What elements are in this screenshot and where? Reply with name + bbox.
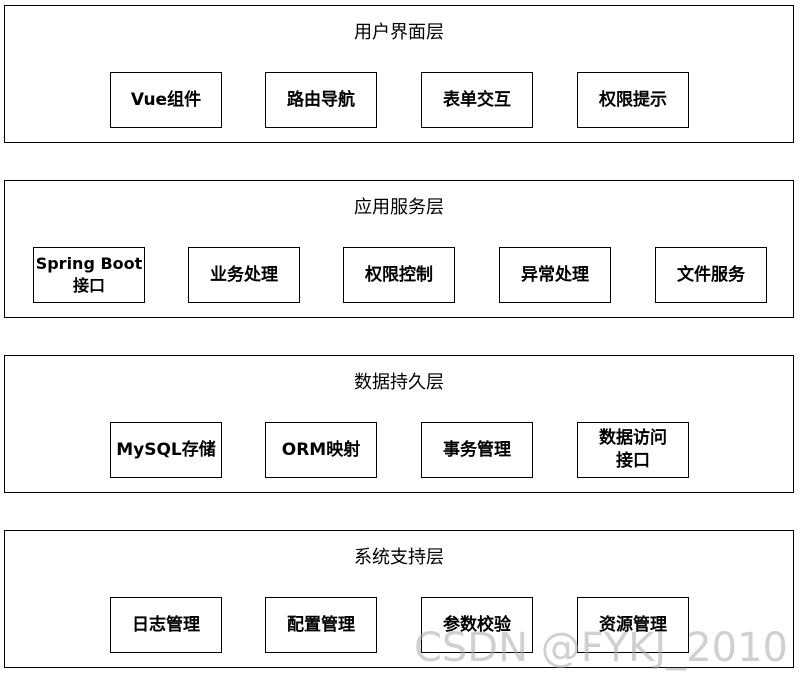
component-box: 配置管理 [265,597,377,653]
component-box: 权限控制 [343,247,455,303]
layer-app-service: 应用服务层 Spring Boot 接口 业务处理 权限控制 异常处理 文件服务 [4,180,794,318]
component-box: 业务处理 [188,247,300,303]
component-box: 文件服务 [655,247,767,303]
layer-data-persistence: 数据持久层 MySQL存储 ORM映射 事务管理 数据访问 接口 [4,355,794,493]
component-box: 参数校验 [421,597,533,653]
component-box: MySQL存储 [110,422,222,478]
component-box: 资源管理 [577,597,689,653]
layer-title: 应用服务层 [354,197,444,218]
component-box: 表单交互 [421,72,533,128]
watermark: CSDN @FYKJ_2010 [413,625,788,671]
component-box: 权限提示 [577,72,689,128]
component-box: 数据访问 接口 [577,422,689,478]
layer-ui: 用户界面层 Vue组件 路由导航 表单交互 权限提示 [4,5,794,143]
component-box: 路由导航 [265,72,377,128]
component-box: 日志管理 [110,597,222,653]
layer-title: 用户界面层 [354,22,444,43]
component-box: 事务管理 [421,422,533,478]
component-box: 异常处理 [499,247,611,303]
component-box: Vue组件 [110,72,222,128]
layer-title: 数据持久层 [354,372,444,393]
component-box: Spring Boot 接口 [33,247,145,303]
layer-title: 系统支持层 [354,547,444,568]
layer-system-support: 系统支持层 日志管理 配置管理 参数校验 资源管理 [4,530,794,668]
component-box: ORM映射 [265,422,377,478]
